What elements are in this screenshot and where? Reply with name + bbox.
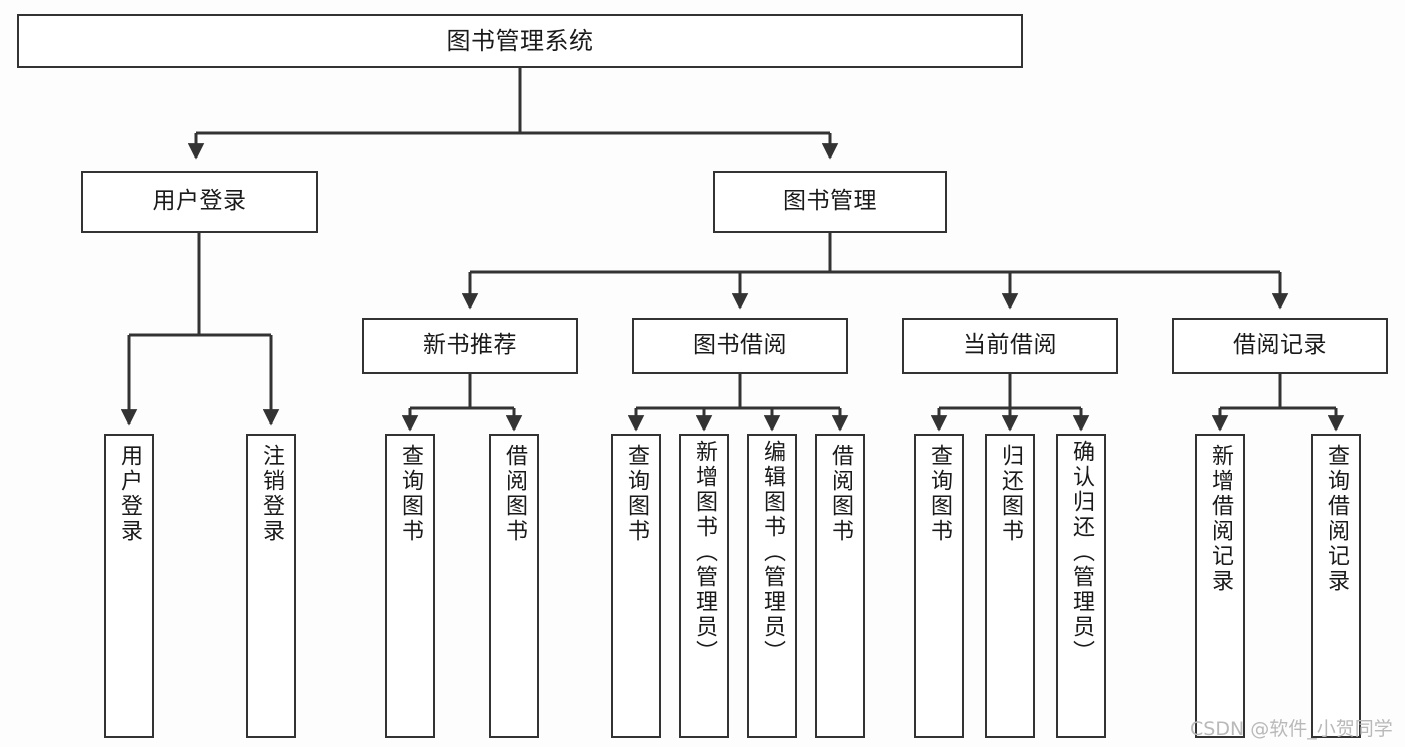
node-root-label: 图书管理系统 [446,26,594,55]
node-leaf-borrow-book-1[interactable]: 借阅图书 [489,434,539,738]
node-leaf-edit-book-label: 编辑图书（管理员） [760,440,785,665]
node-leaf-borrow-book-2[interactable]: 借阅图书 [815,434,865,738]
node-borrow-record[interactable]: 借阅记录 [1172,318,1388,374]
node-book-borrow-label: 图书借阅 [693,332,787,359]
node-root[interactable]: 图书管理系统 [17,14,1023,68]
node-leaf-confirm-return[interactable]: 确认归还（管理员） [1056,434,1106,738]
node-leaf-query-book-2-label: 查询图书 [624,444,649,544]
node-leaf-query-book-3-label: 查询图书 [927,444,952,544]
node-book-manage-label: 图书管理 [783,188,877,215]
node-leaf-add-record-label: 新增借阅记录 [1208,444,1233,594]
node-leaf-add-book[interactable]: 新增图书（管理员） [679,434,729,738]
node-leaf-user-login[interactable]: 用户登录 [104,434,154,738]
node-current-borrow-label: 当前借阅 [963,332,1057,359]
node-leaf-query-book-2[interactable]: 查询图书 [611,434,661,738]
node-leaf-query-book-3[interactable]: 查询图书 [914,434,964,738]
node-borrow-record-label: 借阅记录 [1233,332,1327,359]
node-leaf-add-book-label: 新增图书（管理员） [692,440,717,665]
node-leaf-logout[interactable]: 注销登录 [246,434,296,738]
node-leaf-return-book[interactable]: 归还图书 [985,434,1035,738]
node-leaf-query-book-1[interactable]: 查询图书 [385,434,435,738]
node-leaf-query-book-1-label: 查询图书 [398,444,423,544]
node-leaf-add-record[interactable]: 新增借阅记录 [1195,434,1245,738]
node-leaf-user-login-label: 用户登录 [117,444,142,544]
node-leaf-borrow-book-1-label: 借阅图书 [502,444,527,544]
node-current-borrow[interactable]: 当前借阅 [902,318,1118,374]
node-book-borrow[interactable]: 图书借阅 [632,318,848,374]
node-leaf-borrow-book-2-label: 借阅图书 [828,444,853,544]
node-book-manage[interactable]: 图书管理 [713,171,947,233]
node-user-login[interactable]: 用户登录 [81,171,318,233]
node-leaf-confirm-return-label: 确认归还（管理员） [1069,440,1094,665]
node-new-book-recommend-label: 新书推荐 [423,332,517,359]
node-leaf-query-record-label: 查询借阅记录 [1324,444,1349,594]
node-leaf-return-book-label: 归还图书 [998,444,1023,544]
node-leaf-logout-label: 注销登录 [259,444,284,544]
node-user-login-label: 用户登录 [152,188,247,215]
node-leaf-edit-book[interactable]: 编辑图书（管理员） [747,434,797,738]
node-new-book-recommend[interactable]: 新书推荐 [362,318,578,374]
node-leaf-query-record[interactable]: 查询借阅记录 [1311,434,1361,738]
csdn-watermark: CSDN @软件_小贺同学 [1190,718,1393,740]
